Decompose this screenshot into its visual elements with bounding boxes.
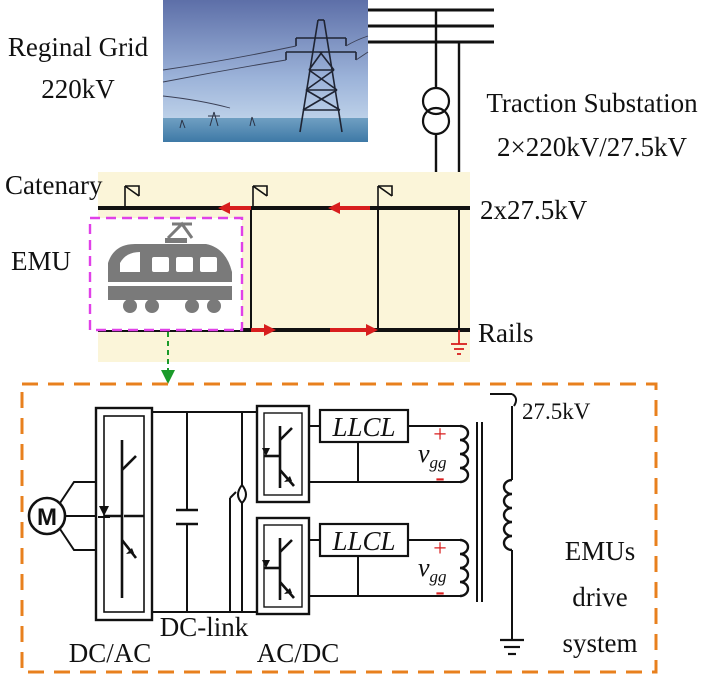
minus-sign-lower: - bbox=[435, 576, 444, 607]
motor-wiring bbox=[59, 481, 96, 551]
train-icon bbox=[108, 221, 232, 313]
catenary-voltage: 2x27.5kV bbox=[480, 195, 588, 225]
drive-system-label-line1: EMUs bbox=[565, 536, 636, 566]
zoom-arrow bbox=[161, 332, 175, 384]
primary-wiring bbox=[490, 393, 518, 640]
pantograph-icon bbox=[124, 185, 140, 208]
grid-label-line1: Reginal Grid bbox=[8, 32, 149, 62]
current-arrows-catenary bbox=[218, 202, 370, 214]
grid-photo bbox=[162, 0, 369, 142]
llcl-upper-label: LLCL bbox=[331, 412, 395, 442]
plus-sign-upper: + bbox=[433, 422, 447, 448]
catenary-label: Catenary bbox=[5, 170, 103, 200]
drive-system-label-line3: system bbox=[562, 628, 637, 658]
ground-icon bbox=[451, 330, 467, 355]
dcac-inverter bbox=[94, 406, 154, 622]
grid-label-line2: 220kV bbox=[41, 74, 115, 104]
llcl-filter-lower: LLCL bbox=[318, 522, 410, 558]
voltage-label-upper: vgg bbox=[418, 439, 447, 472]
motor-label: M bbox=[37, 504, 57, 531]
motor-icon: M bbox=[27, 496, 67, 536]
substation-label-line1: Traction Substation bbox=[486, 88, 698, 118]
transformer-icon bbox=[421, 86, 451, 136]
dcac-label: DC/AC bbox=[69, 638, 152, 668]
pantograph-icon bbox=[377, 185, 393, 208]
voltage-label-lower: vgg bbox=[418, 553, 447, 586]
drive-system-label-line2: drive bbox=[572, 582, 627, 612]
grid-bus bbox=[368, 8, 494, 44]
secondary-winding-lower bbox=[459, 538, 470, 598]
transformer-core bbox=[476, 422, 483, 602]
pylon-icon bbox=[285, 19, 357, 133]
filter-wiring bbox=[309, 425, 460, 597]
rails-label: Rails bbox=[478, 318, 534, 348]
primary-winding bbox=[502, 478, 513, 552]
substation-label-line2: 2×220kV/27.5kV bbox=[497, 132, 687, 162]
dclink-label: DC-link bbox=[160, 612, 249, 642]
dc-link-bus bbox=[152, 411, 257, 613]
drive-system-box bbox=[20, 382, 658, 674]
dc-link-capacitor bbox=[176, 508, 198, 526]
llcl-filter-upper: LLCL bbox=[318, 408, 410, 444]
llcl-lower-label: LLCL bbox=[331, 526, 395, 556]
ground-icon bbox=[500, 638, 524, 656]
current-arrows-rails bbox=[251, 324, 378, 336]
acdc-label: AC/DC bbox=[257, 638, 340, 668]
plus-sign-lower: + bbox=[433, 536, 447, 562]
acdc-converter-upper bbox=[255, 404, 311, 504]
emu-label: EMU bbox=[11, 246, 71, 276]
pantograph-icon bbox=[252, 185, 268, 208]
primary-voltage-label: 27.5kV bbox=[522, 399, 591, 424]
minus-sign-upper: - bbox=[435, 462, 444, 493]
acdc-converter-lower bbox=[255, 516, 311, 616]
secondary-winding-upper bbox=[459, 424, 470, 484]
